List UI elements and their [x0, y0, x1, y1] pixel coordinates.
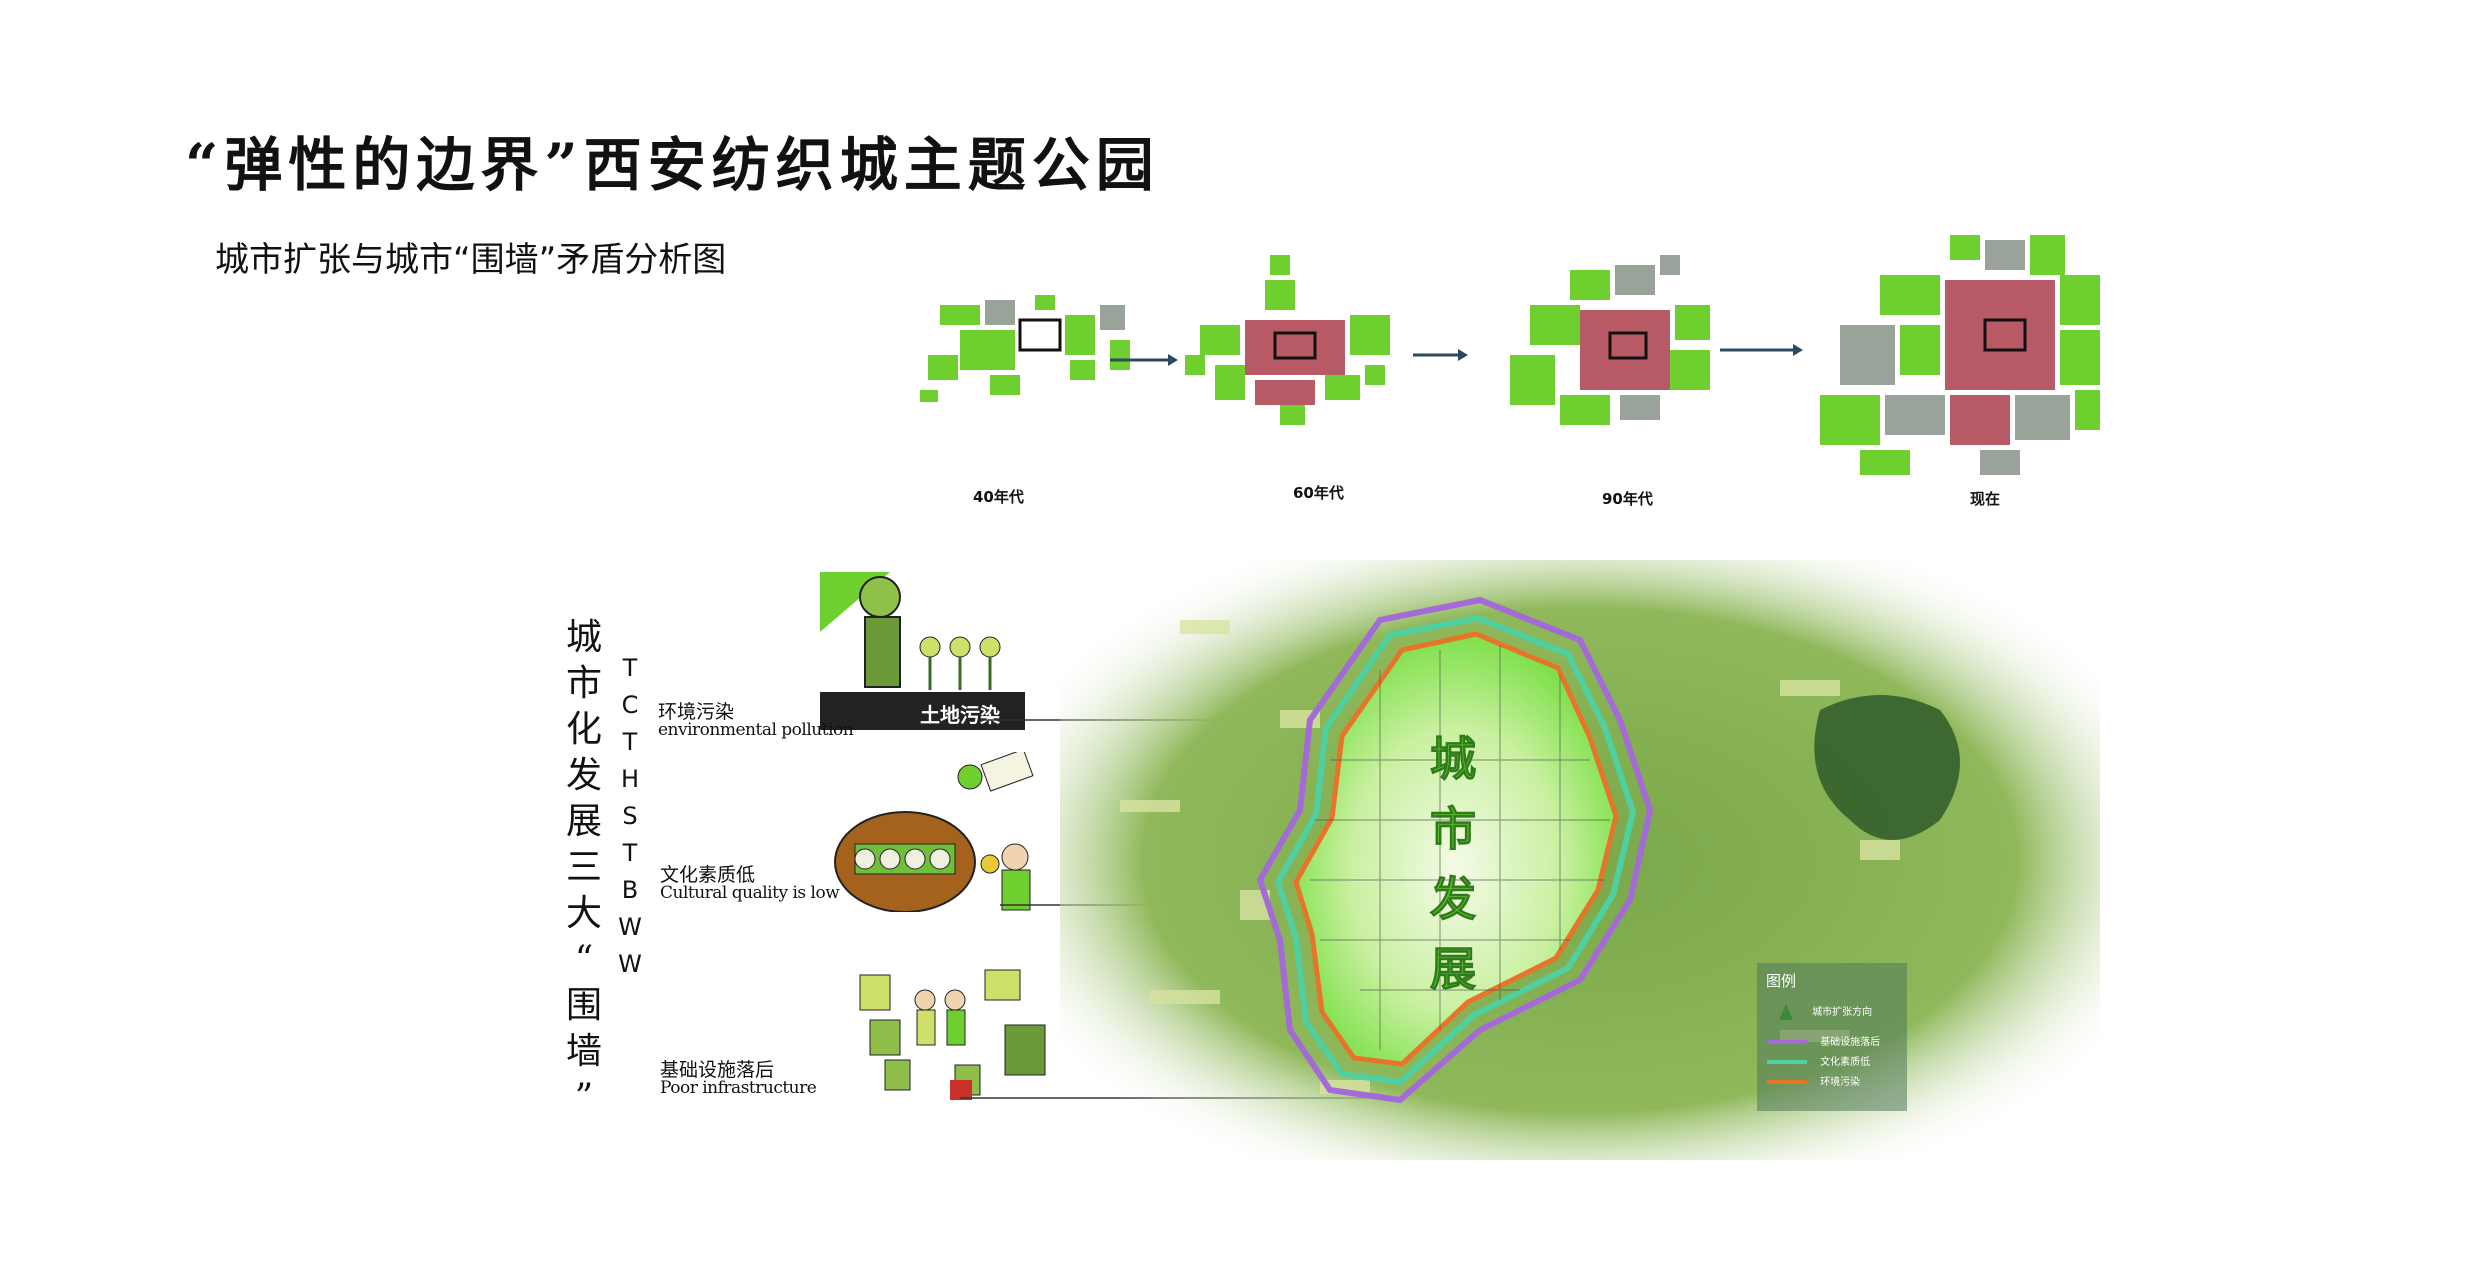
side-title-zh-char: 三 — [565, 847, 602, 888]
issue-pollution-en: environmental pollution — [658, 720, 854, 740]
legend-item-pollution: 环境污染 — [1767, 1073, 1860, 1088]
side-title-en-char: C — [621, 691, 639, 719]
map-legend: 图例 城市扩张方向 基础设施落后 文化素质低 环境污染 — [1757, 963, 1907, 1111]
culture-illustration — [834, 752, 1034, 912]
side-title-en-char: T — [622, 728, 638, 756]
map-overlay-char: 展 — [1430, 942, 1476, 996]
era-label-1990s: 90年代 — [1602, 490, 1653, 508]
legend-swatch — [1767, 1060, 1807, 1064]
era-label-1940s: 40年代 — [973, 488, 1024, 506]
side-title-zh-char: 化 — [565, 709, 602, 750]
legend-label: 城市扩张方向 — [1812, 1007, 1873, 1018]
pollution-illustration: 土地污染 — [820, 572, 1025, 730]
main-title: “弹性的边界”西安纺织城主题公园 — [185, 131, 1160, 199]
side-title-zh-char: 围 — [565, 985, 602, 1026]
issue-pollution-zh: 环境污染 — [658, 701, 735, 723]
map-overlay-char: 城 — [1430, 732, 1476, 786]
side-title-en-char: W — [618, 950, 642, 978]
side-title-zh-char: ” — [574, 1077, 594, 1118]
side-title-zh-char: 发 — [565, 755, 602, 796]
era-map-1940s — [920, 295, 1130, 402]
arrow-1 — [1110, 354, 1178, 366]
side-title-en-char: W — [618, 913, 642, 941]
side-title-zh: 城 市 化 发 展 三 大 “ 围 墙 ” — [560, 615, 608, 1121]
map-overlay-char: 发 — [1430, 872, 1476, 926]
expansion-timeline — [920, 235, 2100, 475]
era-map-1960s — [1185, 255, 1390, 425]
legend-swatch — [1767, 1040, 1807, 1044]
era-label-1960s: 60年代 — [1293, 484, 1344, 502]
issue-infrastructure-en: Poor infrastructure — [660, 1078, 817, 1098]
era-map-now — [1820, 235, 2100, 475]
side-title-zh-char: 墙 — [565, 1031, 602, 1072]
urban-expansion-map: 城 市 发 展 — [1060, 560, 2100, 1160]
subtitle: 城市扩张与城市“围墙”矛盾分析图 — [215, 240, 727, 280]
side-title-zh-char: 展 — [565, 801, 602, 842]
legend-swatch — [1767, 1080, 1807, 1084]
side-title-en-char: H — [620, 765, 640, 793]
era-map-1990s — [1510, 255, 1710, 425]
issue-infrastructure-zh: 基础设施落后 — [660, 1059, 775, 1081]
legend-label: 环境污染 — [1820, 1077, 1861, 1088]
pollution-illustration-text: 土地污染 — [920, 703, 1001, 727]
side-title-en-char: T — [622, 654, 638, 682]
legend-item-expansion: 城市扩张方向 — [1767, 1003, 1872, 1020]
side-title-zh-char: 市 — [565, 663, 602, 704]
era-label-now: 现在 — [1970, 490, 2001, 508]
side-title-zh-char: 大 — [565, 893, 602, 934]
legend-item-infrastructure: 基础设施落后 — [1767, 1033, 1880, 1048]
side-title-en: T C T H S T B W W — [615, 650, 645, 983]
arrow-2 — [1413, 349, 1468, 361]
side-title-en-char: B — [621, 876, 639, 904]
legend-item-culture: 文化素质低 — [1767, 1053, 1870, 1068]
issue-culture-en: Cultural quality is low — [660, 883, 840, 903]
legend-label: 基础设施落后 — [1820, 1037, 1881, 1048]
side-title-en-char: T — [622, 839, 638, 867]
infrastructure-illustration — [859, 969, 1046, 1100]
side-title-zh-char: 城 — [565, 617, 602, 658]
legend-label: 文化素质低 — [1820, 1057, 1871, 1068]
arrow-3 — [1720, 344, 1803, 356]
side-title-en-char: S — [622, 802, 638, 830]
issue-culture-zh: 文化素质低 — [660, 864, 756, 886]
expansion-arrow-icon — [1779, 1004, 1793, 1020]
map-overlay-char: 市 — [1430, 802, 1476, 856]
legend-title: 图例 — [1766, 972, 1797, 990]
side-title-zh-char: “ — [574, 939, 594, 980]
